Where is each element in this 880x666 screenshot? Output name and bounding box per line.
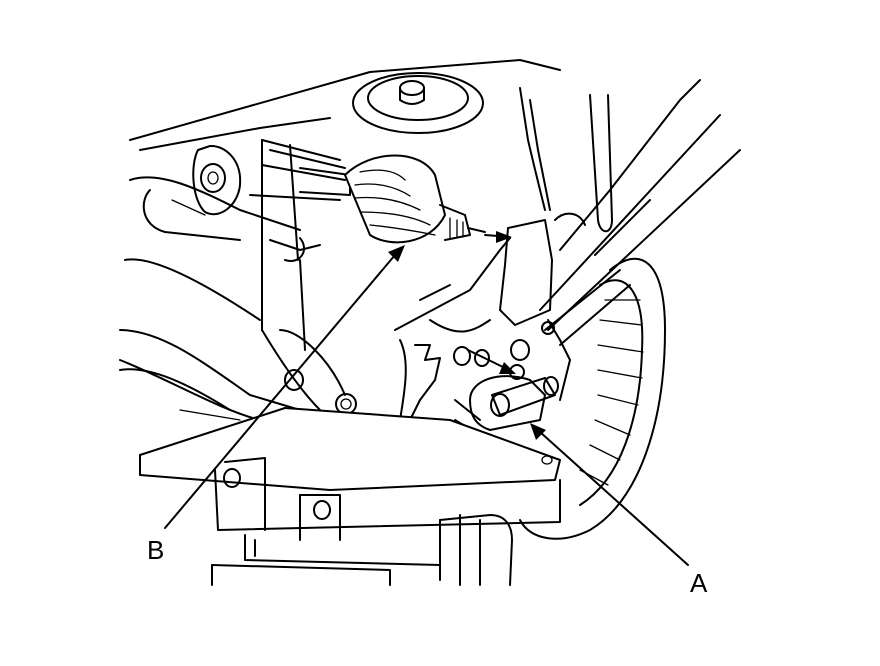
callout-leader-b (164, 245, 405, 529)
lower-arm (261, 139, 357, 415)
jack-stand (139, 407, 561, 586)
driveshaft (249, 154, 486, 244)
inner-bushing (192, 144, 242, 215)
tie-rod (539, 79, 741, 331)
callout-leader-knuckle (467, 349, 516, 374)
strut-knuckle (394, 87, 631, 436)
strut-mount (352, 72, 484, 134)
callout-leader-a (530, 423, 689, 566)
brake-rotor (519, 257, 666, 540)
body-subframe (119, 59, 561, 421)
callout-label-a: A (690, 568, 708, 598)
callout-label-b: B (147, 535, 165, 565)
callout-leader-driveshaft (484, 231, 512, 243)
